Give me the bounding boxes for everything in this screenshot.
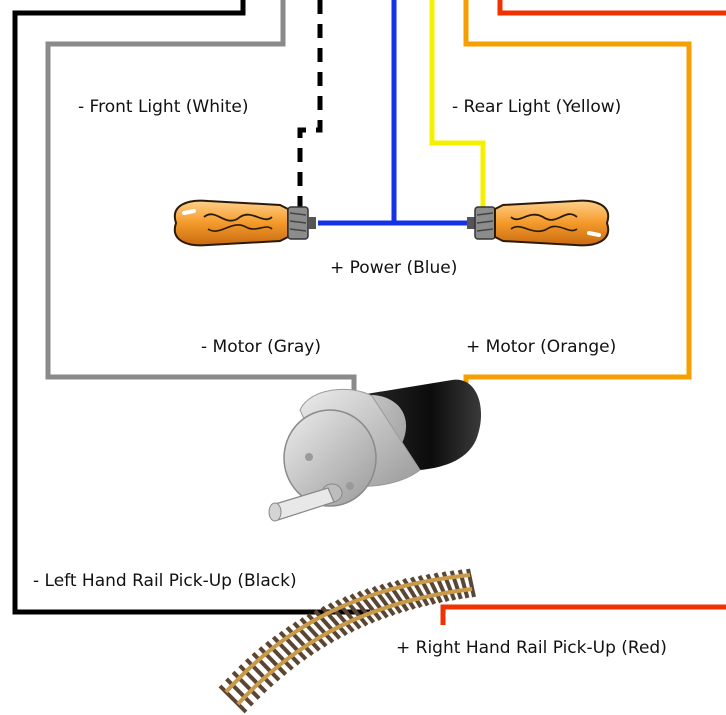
- track-tie: [231, 670, 261, 700]
- rear-bulb-icon: [467, 199, 610, 247]
- track-tie: [251, 651, 281, 682]
- white-dashed-wire: [297, 0, 323, 210]
- power-label: + Power (Blue): [330, 258, 458, 278]
- track-tie: [299, 617, 328, 648]
- track-tie: [313, 609, 342, 640]
- front-bulb-icon: [173, 199, 316, 247]
- blue-wire: [318, 0, 468, 226]
- track-tie: [285, 626, 315, 657]
- track-tie: [265, 640, 294, 671]
- motor-minus-label: - Motor (Gray): [201, 337, 321, 357]
- track-tie: [278, 630, 308, 661]
- track-tie: [218, 684, 248, 714]
- track-tie: [271, 635, 301, 666]
- track-icon: [218, 568, 476, 714]
- black-wire: [12, 0, 370, 615]
- track-tie: [225, 677, 254, 707]
- track-tie: [244, 657, 274, 688]
- track-tie: [258, 646, 288, 676]
- red-wire: [440, 0, 726, 625]
- right-pickup-label: + Right Hand Rail Pick-Up (Red): [396, 638, 667, 658]
- motor-plus-label: + Motor (Orange): [466, 337, 617, 357]
- track-tie: [306, 613, 335, 644]
- orange-wire: [463, 0, 692, 405]
- rear-light-label: - Rear Light (Yellow): [452, 97, 622, 117]
- left-pickup-label: - Left Hand Rail Pick-Up (Black): [33, 571, 297, 591]
- motor-icon: [268, 379, 482, 522]
- front-light-label: - Front Light (White): [78, 97, 249, 117]
- yellow-wire: [429, 0, 486, 210]
- track-tie: [292, 621, 321, 652]
- track-tie: [238, 664, 268, 694]
- gray-wire: [45, 0, 357, 395]
